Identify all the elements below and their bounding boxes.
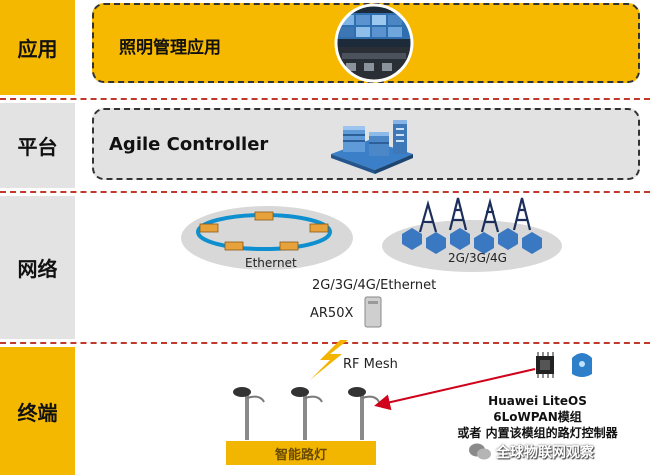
layer-label-network-text: 网络 — [17, 257, 58, 281]
ethernet-label: Ethernet — [245, 256, 297, 270]
lightning-icon — [310, 340, 348, 380]
control-room-image — [334, 3, 414, 83]
layer-label-platform: 平台 — [0, 103, 75, 188]
cellular-network — [382, 197, 562, 272]
module-description: Huawei LiteOS 6LoWPAN模组 或者 内置该模组的路灯控制器 — [430, 393, 645, 441]
divider-platform-network — [0, 191, 650, 193]
rf-mesh-label: RF Mesh — [343, 357, 398, 372]
street-lights — [233, 387, 380, 440]
layer-label-terminal: 终端 — [0, 347, 75, 475]
layer-label-platform-text: 平台 — [17, 135, 58, 159]
street-light-bar: 智能路灯 — [226, 441, 376, 465]
app-box: 照明管理应用 — [92, 3, 640, 83]
cellular-label: 2G/3G/4G — [448, 251, 507, 265]
platform-box: Agile Controller — [92, 108, 640, 180]
module-to-lamp-arrow — [374, 368, 536, 411]
wechat-icon — [469, 443, 491, 460]
chip-icon — [536, 352, 554, 378]
controller-module-icon — [572, 353, 592, 377]
app-box-title: 照明管理应用 — [119, 38, 221, 58]
platform-box-title: Agile Controller — [109, 134, 269, 155]
watermark: 全球物联网观察 — [468, 442, 594, 462]
layer-label-app: 应用 — [0, 0, 75, 95]
layer-label-terminal-text: 终端 — [17, 400, 58, 425]
server-icon — [331, 120, 413, 174]
module-line-2: 6LoWPAN模组 — [493, 410, 582, 424]
layer-label-app-text: 应用 — [17, 37, 58, 61]
gateway-label: AR50X — [310, 306, 354, 321]
layer-label-network: 网络 — [0, 196, 75, 339]
uplink-label: 2G/3G/4G/Ethernet — [312, 278, 437, 293]
module-line-3: 或者 内置该模组的路灯控制器 — [457, 426, 618, 440]
divider-app-platform — [0, 98, 650, 100]
module-line-1: Huawei LiteOS — [488, 394, 587, 408]
watermark-text: 全球物联网观察 — [496, 445, 594, 461]
gateway-device-icon — [364, 296, 382, 328]
ethernet-ring — [181, 206, 353, 270]
divider-network-terminal — [0, 342, 650, 344]
street-light-label: 智能路灯 — [274, 447, 327, 463]
